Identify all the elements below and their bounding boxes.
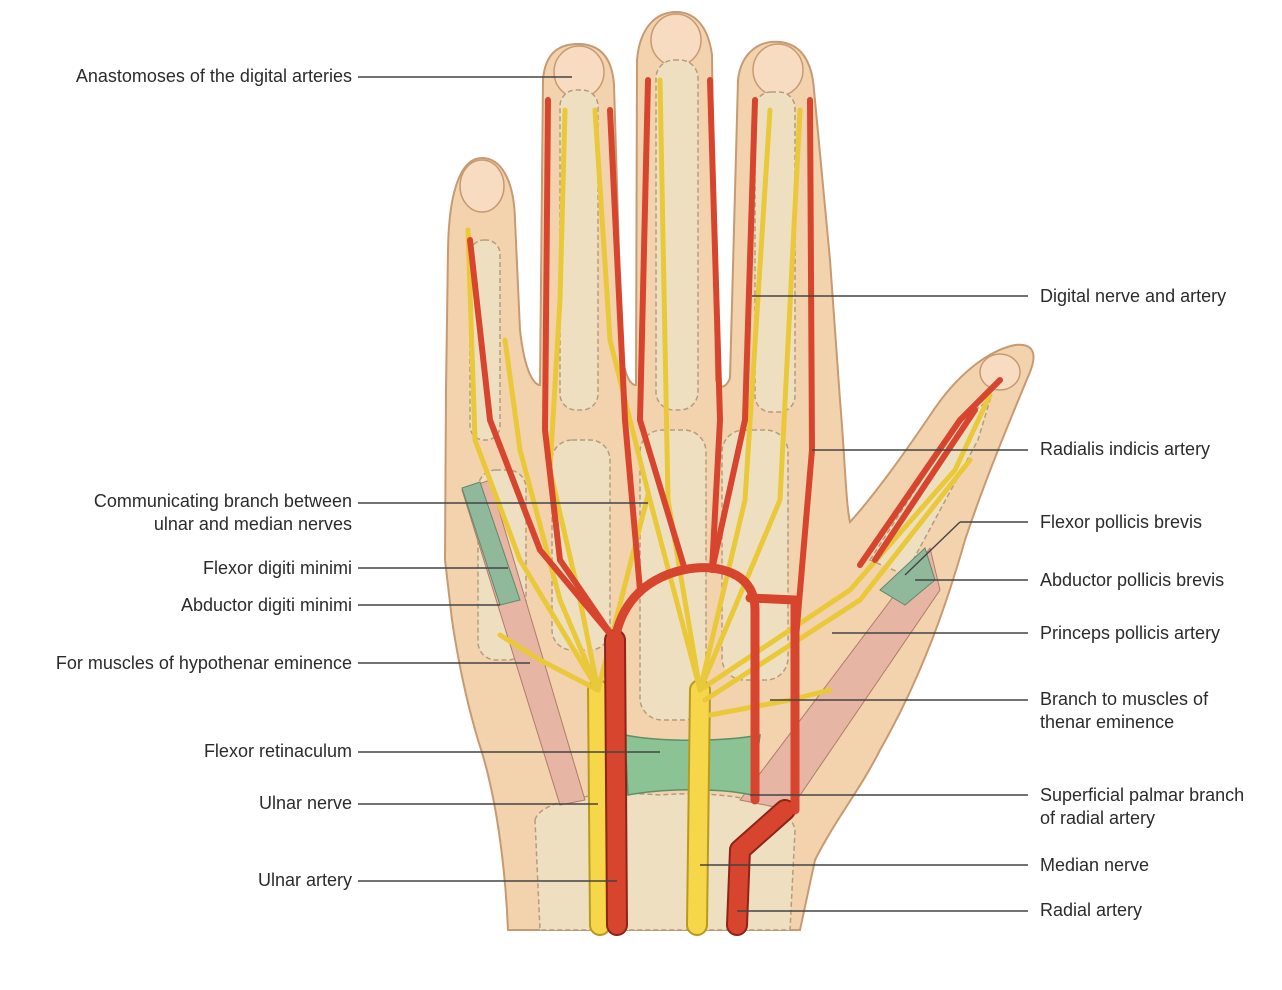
label-flexor-retinaculum: Flexor retinaculum [204,740,352,763]
carpal-bones [535,794,795,930]
label-flexor-digiti-minimi: Flexor digiti minimi [203,557,352,580]
label-line: Ulnar artery [258,869,352,892]
median-nerve-trunk [697,690,700,925]
label-superficial-palmar-branch: Superficial palmar branch of radial arte… [1040,784,1244,830]
label-flexor-pollicis-brevis: Flexor pollicis brevis [1040,511,1202,534]
label-line: Radialis indicis artery [1040,438,1210,461]
label-line: Communicating branch between [94,490,352,513]
label-line: Branch to muscles of [1040,688,1208,711]
label-line: Superficial palmar branch [1040,784,1244,807]
label-line: Digital nerve and artery [1040,285,1226,308]
label-line: Flexor retinaculum [204,740,352,763]
label-line: For muscles of hypothenar eminence [56,652,352,675]
label-digital-nerve-artery: Digital nerve and artery [1040,285,1226,308]
label-princeps-pollicis: Princeps pollicis artery [1040,622,1220,645]
label-radialis-indicis: Radialis indicis artery [1040,438,1210,461]
label-line: Median nerve [1040,854,1149,877]
little-finger-pulp [460,160,504,212]
label-line: of radial artery [1040,807,1244,830]
label-abductor-digiti-minimi: Abductor digiti minimi [181,594,352,617]
label-median-nerve: Median nerve [1040,854,1149,877]
label-ulnar-artery: Ulnar artery [258,869,352,892]
label-line: Flexor digiti minimi [203,557,352,580]
thumb-pulp [980,354,1020,390]
label-anastomoses: Anastomoses of the digital arteries [76,65,352,88]
ulnar-nerve-trunk [598,690,600,925]
index-finger-pulp [753,44,803,96]
label-line: Abductor digiti minimi [181,594,352,617]
label-abductor-pollicis-brevis: Abductor pollicis brevis [1040,569,1224,592]
label-line: thenar eminence [1040,711,1208,734]
label-line: Radial artery [1040,899,1142,922]
ulnar-artery-trunk [615,640,617,925]
label-line: Ulnar nerve [259,792,352,815]
label-thenar-branch: Branch to muscles of thenar eminence [1040,688,1208,734]
label-line: Abductor pollicis brevis [1040,569,1224,592]
label-line: Flexor pollicis brevis [1040,511,1202,534]
middle-finger-pulp [651,14,701,66]
label-hypothenar-muscles: For muscles of hypothenar eminence [56,652,352,675]
label-radial-artery: Radial artery [1040,899,1142,922]
label-line: Princeps pollicis artery [1040,622,1220,645]
label-line: Anastomoses of the digital arteries [76,65,352,88]
label-line: ulnar and median nerves [94,513,352,536]
label-communicating-branch: Communicating branch between ulnar and m… [94,490,352,536]
label-ulnar-nerve: Ulnar nerve [259,792,352,815]
